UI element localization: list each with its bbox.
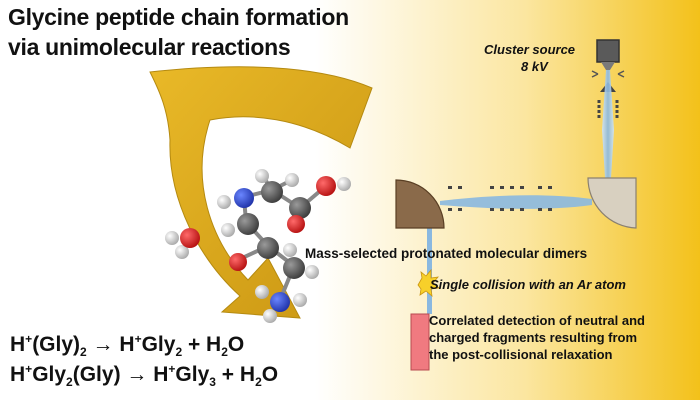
selected-dimer-beam: [427, 210, 432, 314]
hydrogen-atom: [255, 285, 269, 299]
extractor-left: [591, 70, 599, 78]
detection-label-line-2: charged fragments resulting from: [429, 330, 638, 345]
nitrogen-atom: [234, 188, 254, 208]
reaction-equation-2: H+Gly2(Gly) → H+Gly3 + H2O: [10, 362, 279, 390]
oxygen-atom: [316, 176, 336, 196]
hydrogen-atom: [221, 223, 235, 237]
title-line-2: via unimolecular reactions: [8, 34, 291, 60]
hydrogen-atom: [263, 309, 277, 323]
oxygen-atom: [229, 253, 247, 271]
nitrogen-atom: [270, 292, 290, 312]
detection-label-line-1: Correlated detection of neutral and: [429, 313, 645, 328]
hydrogen-atom: [337, 177, 351, 191]
reaction-curved-arrow: [149, 66, 373, 319]
detection-label-line-3: the post-collisional relaxation: [429, 347, 613, 362]
glycine-atoms: [217, 169, 351, 323]
carbon-atom: [289, 197, 311, 219]
collision-starburst: [417, 268, 440, 297]
source-box: [596, 39, 620, 63]
hydrogen-atom: [293, 293, 307, 307]
hydrogen-atom: [217, 195, 231, 209]
title-line-1: Glycine peptide chain formation: [8, 4, 349, 30]
vertical-ion-beam: [602, 70, 614, 178]
hydrogen-atom: [165, 231, 179, 245]
source-nozzle: [601, 62, 615, 70]
carbon-atom: [283, 257, 305, 279]
hydrogen-atom: [285, 173, 299, 187]
oxygen-atom: [180, 228, 200, 248]
cluster-source-voltage: 8 kV: [521, 59, 548, 74]
mass-selection-deflector: [395, 179, 445, 229]
cluster-source-label: Cluster source: [484, 42, 576, 57]
oxygen-atom: [287, 215, 305, 233]
carbon-atom: [261, 181, 283, 203]
extractor-right: [617, 70, 625, 78]
beam-electrodes: [448, 186, 552, 211]
dimers-label: Mass-selected protonated molecular dimer…: [305, 246, 588, 261]
cluster-source: [591, 39, 625, 120]
water-molecule: [165, 228, 200, 259]
horizontal-ion-beam: [440, 195, 592, 209]
carbon-atom: [237, 213, 259, 235]
collision-label: Single collision with an Ar atom: [430, 277, 626, 292]
hydrogen-atom: [175, 245, 189, 259]
hydrogen-atom: [255, 169, 269, 183]
fragment-detector: [410, 313, 430, 371]
beam-bending-deflector: [587, 177, 637, 229]
reaction-equation-1: H+(Gly)2 → H+Gly2 + H2O: [10, 332, 245, 360]
carbon-atom: [257, 237, 279, 259]
hydrogen-atom: [283, 243, 297, 257]
hydrogen-atom: [305, 265, 319, 279]
